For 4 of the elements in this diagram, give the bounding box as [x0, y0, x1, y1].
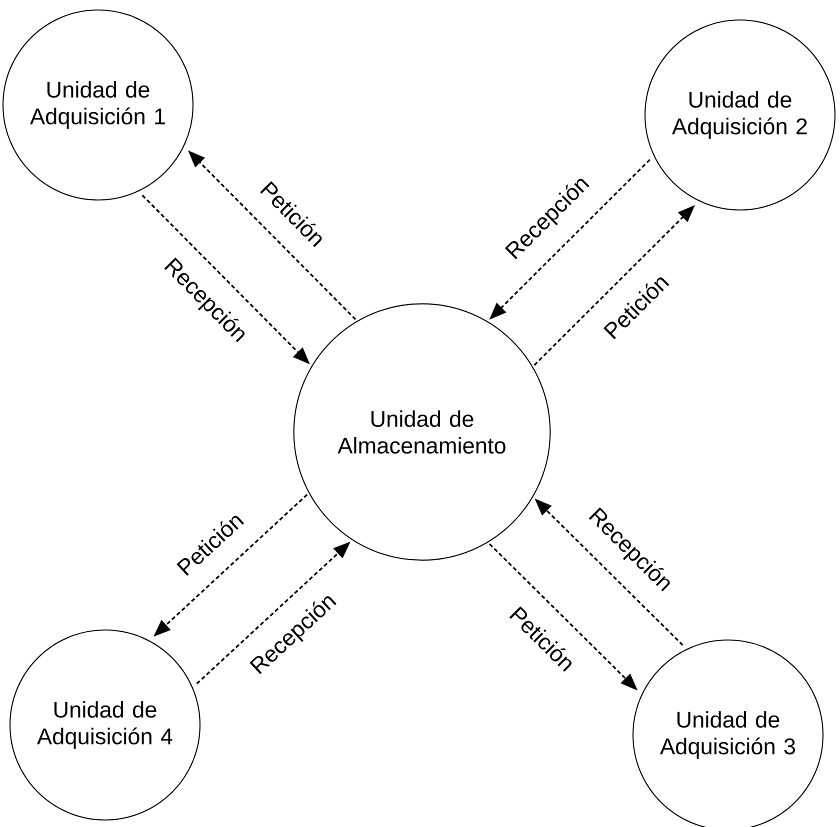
circle-node: Unidad de Adquisición 2 [644, 19, 836, 211]
circle-node: Unidad de Adquisición 1 [2, 9, 194, 201]
circle-node: Unidad de Adquisición 4 [9, 629, 201, 821]
circle-node: Unidad de Almacenamiento [293, 303, 551, 561]
